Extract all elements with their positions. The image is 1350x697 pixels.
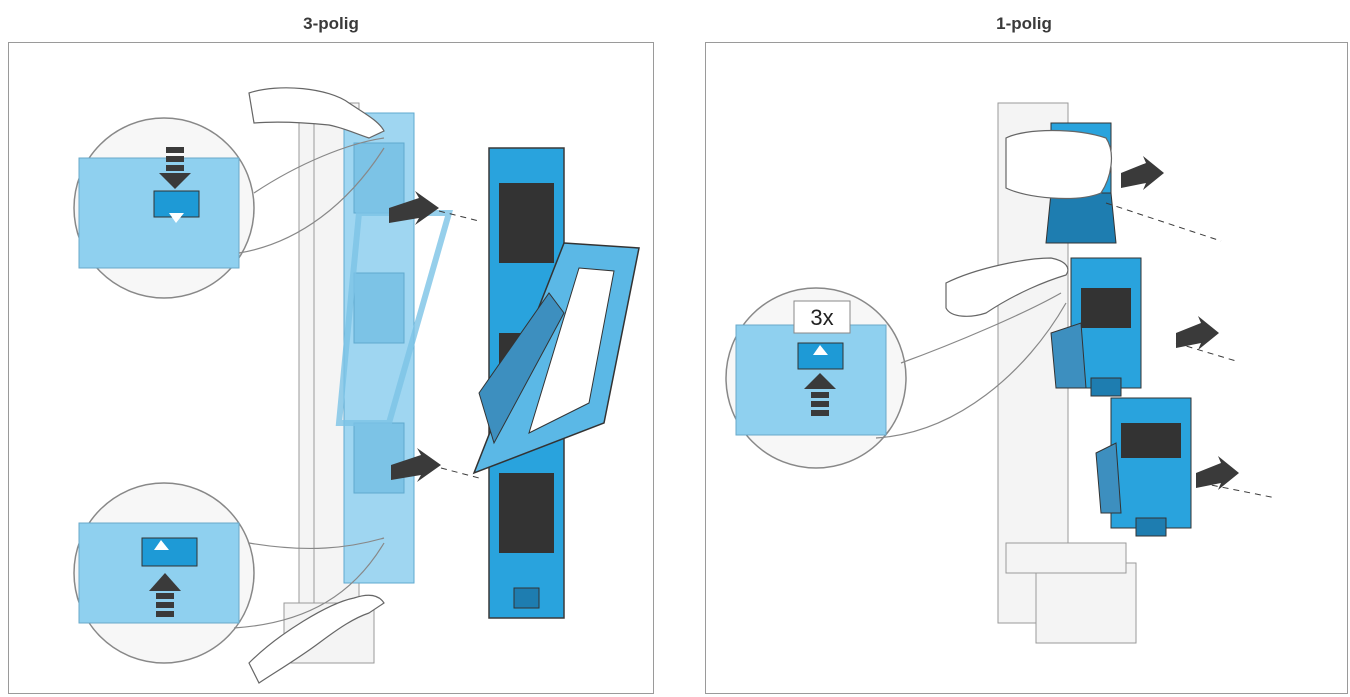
pull-arrow-2 <box>1176 316 1219 350</box>
panel-title-1-polig: 1-polig <box>924 14 1124 34</box>
count-badge-3x: 3x <box>810 305 833 330</box>
panel-title-3-polig: 3-polig <box>231 14 431 34</box>
panel-1-polig-illustration: 3x <box>705 42 1348 694</box>
illustration-1-polig: 3x <box>706 43 1348 694</box>
fuse-block-bottom <box>1096 398 1191 536</box>
removed-fuse-block <box>474 148 639 618</box>
installed-fuse-block <box>339 113 449 583</box>
pull-arrow-1 <box>1121 156 1164 190</box>
illustration-3-polig <box>9 43 654 694</box>
hand-top <box>1006 131 1111 199</box>
pull-arrow-3 <box>1196 456 1239 490</box>
panel-3-polig-illustration <box>8 42 654 694</box>
